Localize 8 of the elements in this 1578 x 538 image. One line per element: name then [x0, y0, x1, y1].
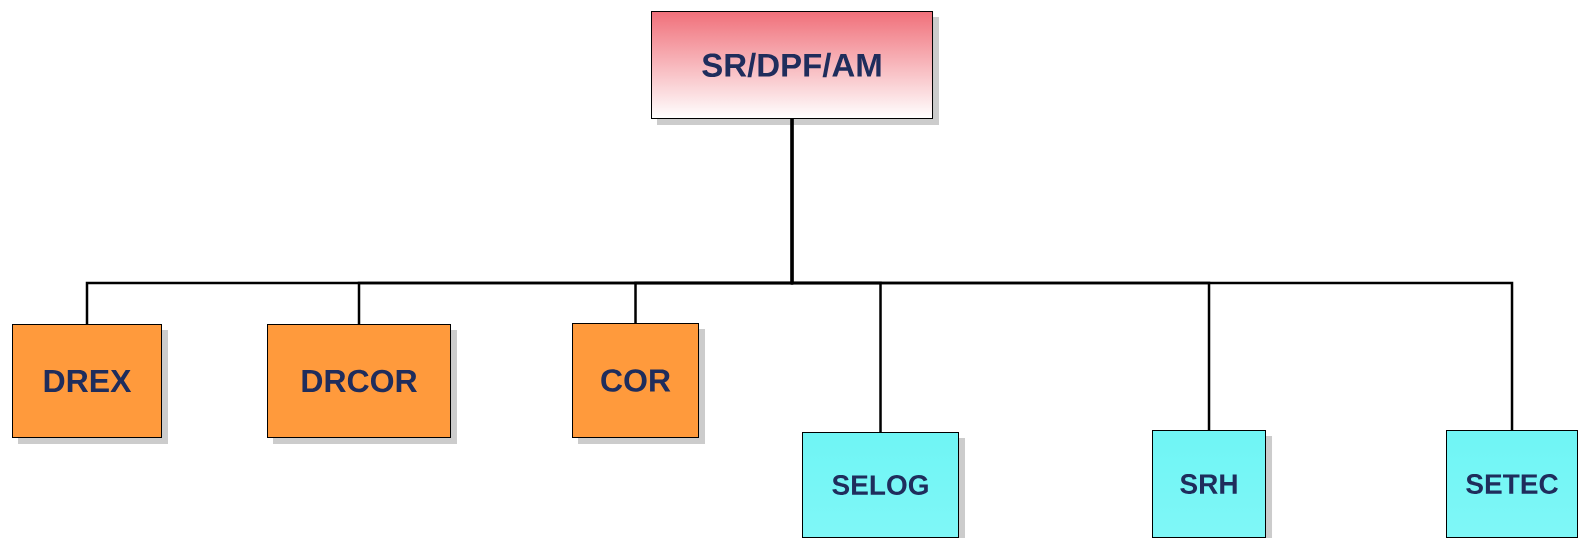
org-box: SR/DPF/AM: [651, 11, 939, 125]
org-box: DRCOR: [267, 324, 457, 444]
connector-line: [790, 119, 1514, 430]
org-box: SELOG: [802, 432, 965, 538]
org-box: DREX: [12, 324, 168, 444]
org-box: COR: [572, 323, 705, 444]
org-box: SRH: [1152, 430, 1272, 538]
org-box: SETEC: [1446, 430, 1578, 538]
